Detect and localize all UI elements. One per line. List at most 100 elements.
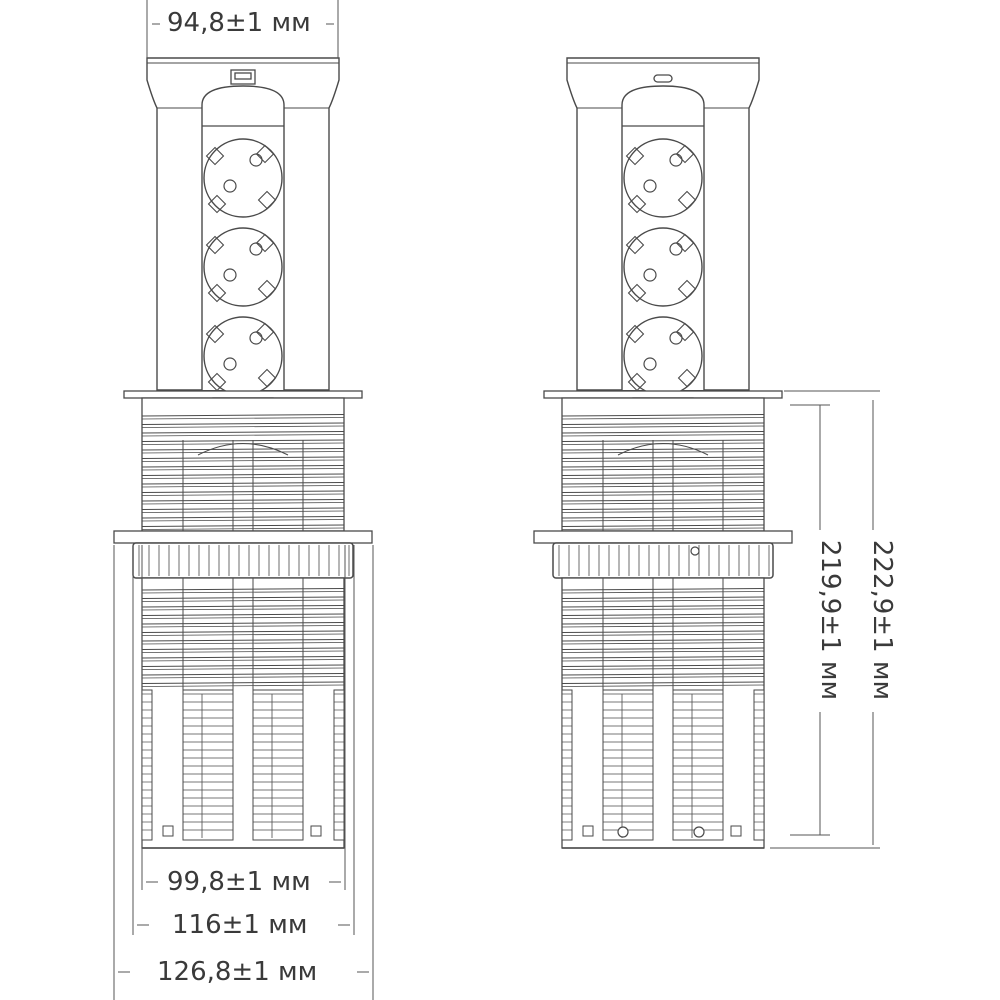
socket-pin-hole <box>643 179 657 193</box>
rib <box>141 476 345 479</box>
rib <box>141 465 345 468</box>
grounding-clip <box>205 146 225 166</box>
socket-outlet-icon <box>623 227 703 307</box>
rib <box>141 625 345 628</box>
rib <box>141 516 345 519</box>
locking-screw-icon <box>690 546 700 556</box>
side-rail <box>333 689 345 841</box>
rib <box>141 519 345 522</box>
rib <box>561 431 765 434</box>
rib <box>561 476 765 479</box>
rib <box>561 485 765 488</box>
rib <box>561 519 765 522</box>
rib <box>141 482 345 485</box>
arrow-marker-icon <box>693 826 705 838</box>
usb-a-port-inner <box>234 72 252 80</box>
rib <box>141 588 345 591</box>
rib <box>141 664 345 667</box>
rib <box>141 630 345 633</box>
rib <box>561 630 765 633</box>
rib <box>141 613 345 616</box>
rib <box>141 459 345 462</box>
grounding-clip <box>207 194 227 214</box>
rib <box>141 659 345 662</box>
rib <box>561 633 765 636</box>
cable-guide <box>252 689 304 841</box>
rib <box>561 493 765 496</box>
rib <box>561 673 765 676</box>
rib <box>561 664 765 667</box>
grounding-clip <box>675 322 695 342</box>
socket-outlet-icon <box>203 227 283 307</box>
rib <box>141 599 345 602</box>
rib <box>561 667 765 670</box>
rib <box>141 639 345 642</box>
socket-pin-hole <box>223 179 237 193</box>
rib <box>141 673 345 676</box>
rib <box>141 448 345 451</box>
grounding-clip <box>625 235 645 255</box>
rib <box>561 684 765 687</box>
rib <box>561 490 765 493</box>
socket-face <box>623 138 703 218</box>
rib <box>141 414 345 417</box>
mounting-collar <box>533 530 793 544</box>
rib <box>141 591 345 594</box>
rib <box>561 414 765 417</box>
rib <box>141 642 345 645</box>
rib <box>141 473 345 476</box>
grounding-clip <box>255 233 275 253</box>
grounding-clip <box>625 146 645 166</box>
rib <box>141 490 345 493</box>
socket-pin-hole <box>223 268 237 282</box>
rib <box>561 502 765 505</box>
grounding-clip <box>675 233 695 253</box>
rib <box>561 459 765 462</box>
grounding-clip <box>257 190 277 210</box>
rib <box>561 499 765 502</box>
mounting-collar <box>113 530 373 544</box>
rib <box>561 596 765 599</box>
dimension-total-height: 222,9±1 мм <box>867 535 897 705</box>
arrow-marker-icon <box>617 826 629 838</box>
rib <box>561 527 765 530</box>
socket-outlet-icon <box>623 316 703 396</box>
rib <box>561 451 765 454</box>
cable-dome <box>617 443 709 456</box>
rib <box>141 656 345 659</box>
rib <box>561 599 765 602</box>
rib <box>141 439 345 442</box>
side-rail <box>561 689 573 841</box>
rib <box>561 650 765 653</box>
rib <box>561 422 765 425</box>
latch-icon <box>582 825 594 837</box>
socket-outlet-icon <box>203 316 283 396</box>
rib <box>561 659 765 662</box>
rib <box>561 482 765 485</box>
socket-face <box>203 138 283 218</box>
grounding-clip <box>675 144 695 164</box>
rib <box>561 425 765 428</box>
latch-icon <box>162 825 174 837</box>
usb-c-port-icon <box>653 74 673 83</box>
rib <box>141 502 345 505</box>
dimension-body-width: 99,8±1 мм <box>163 869 315 895</box>
grounding-clip <box>205 324 225 344</box>
grounding-clip <box>255 322 275 342</box>
rib <box>561 439 765 442</box>
rib <box>561 473 765 476</box>
rib <box>561 642 765 645</box>
front-view <box>113 57 373 849</box>
rib <box>141 667 345 670</box>
side-rail <box>753 689 765 841</box>
dimension-inner-height: 219,9±1 мм <box>815 535 845 705</box>
rib <box>561 588 765 591</box>
cable-guide <box>672 689 724 841</box>
rib <box>141 676 345 679</box>
socket-pin-hole <box>643 357 657 371</box>
side-view <box>533 57 793 849</box>
grounding-clip <box>625 324 645 344</box>
dimension-top-width: 94,8±1 мм <box>163 10 315 36</box>
dimension-lines <box>113 0 880 1000</box>
rib <box>141 647 345 650</box>
